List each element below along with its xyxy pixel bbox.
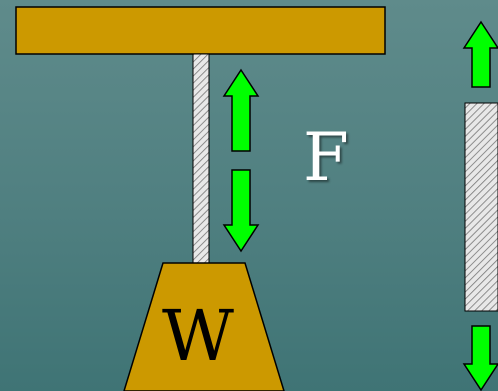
force-label: F (303, 119, 349, 196)
up-arrow-icon (222, 68, 260, 152)
down-arrow-icon (462, 325, 498, 391)
weight-block (123, 262, 285, 391)
weight-label: W (162, 295, 234, 377)
rope (192, 53, 210, 265)
rope-segment (464, 102, 498, 312)
up-arrow-icon (462, 20, 498, 88)
down-arrow-icon (222, 169, 260, 253)
ceiling-beam (15, 6, 386, 55)
